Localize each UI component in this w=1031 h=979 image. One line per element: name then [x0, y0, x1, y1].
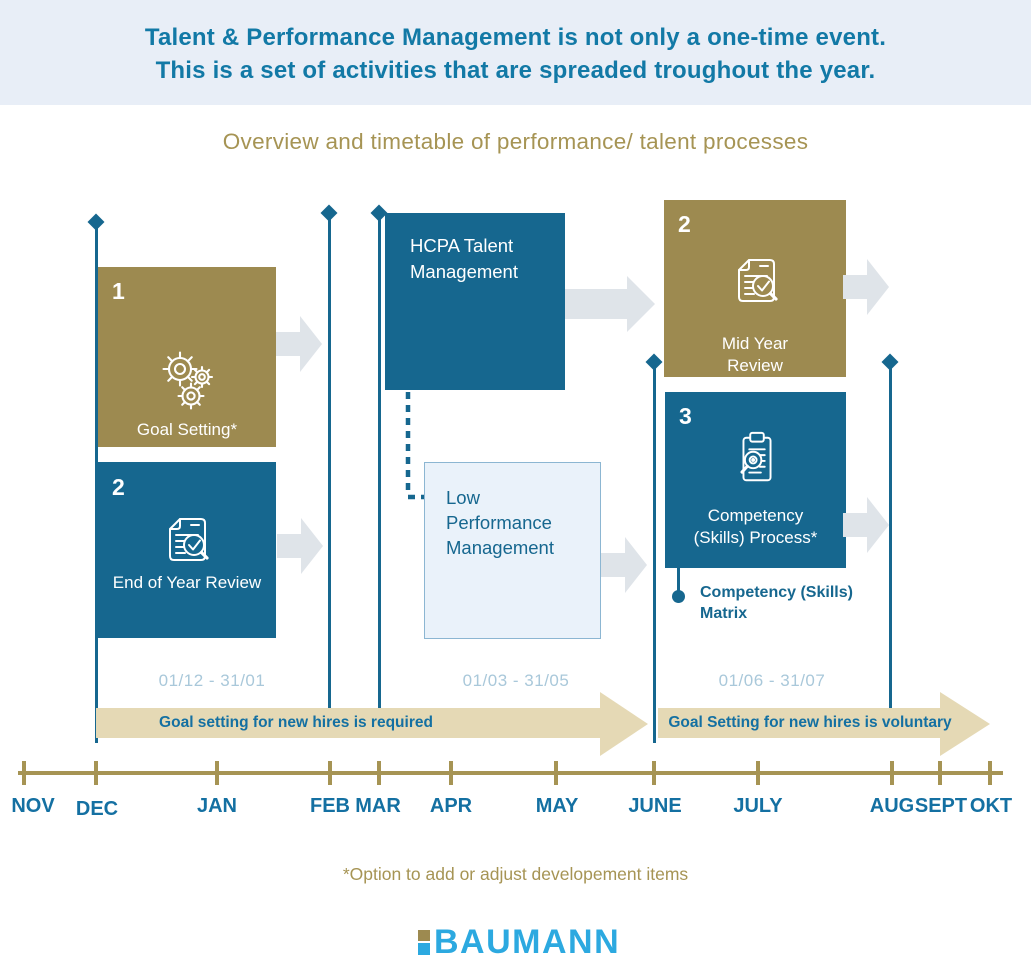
date-range-3: 01/06 - 31/07 — [718, 671, 826, 690]
month-label-july: JULY — [733, 795, 783, 817]
flow-arrow-icon — [843, 497, 889, 553]
end-of-year-review-number: 2 — [112, 474, 125, 500]
footnote: *Option to add or adjust developement it… — [342, 864, 689, 884]
banner-right-text: Goal Setting for new hires is voluntary — [668, 714, 952, 731]
banner-left-text: Goal setting for new hires is required — [159, 714, 433, 731]
month-label-nov: NOV — [11, 795, 55, 817]
month-label-dec: DEC — [75, 798, 119, 820]
timeline-tick-may — [554, 761, 558, 785]
milestone-line-aug — [888, 367, 892, 708]
competency-skills-process-label: Competency (Skills) Process* — [693, 506, 818, 548]
milestone-diamond-aug — [881, 353, 899, 371]
competency-skills-process-number: 3 — [679, 403, 692, 429]
dashed-connector — [405, 392, 425, 500]
logo-squares-icon — [418, 929, 430, 955]
timeline-line — [18, 771, 1003, 775]
milestone-diamond-dec — [87, 213, 105, 231]
document-check-magnifier-icon — [169, 518, 209, 561]
month-label-mar: MAR — [355, 795, 401, 817]
timeline-tick-nov — [22, 761, 26, 785]
month-label-june: JUNE — [628, 795, 682, 817]
goal-setting-number: 1 — [112, 278, 125, 304]
mid-year-review-label: Mid Year Review — [721, 334, 789, 376]
month-label-aug: AUG — [869, 795, 915, 817]
month-label-feb: FEB — [310, 795, 350, 817]
milestone-line-mar — [377, 218, 381, 708]
timeline-tick-jan — [215, 761, 219, 785]
milestone-diamond-june — [645, 353, 663, 371]
gears-icon — [162, 351, 214, 410]
matrix-callout-dot — [671, 590, 685, 603]
timeline-tick-dec — [94, 761, 98, 785]
month-label-jan: JAN — [196, 795, 237, 817]
low-performance-management-label: Low Performance Management — [446, 487, 554, 558]
goal-setting-box — [98, 267, 276, 447]
banner-arrow-left — [96, 692, 648, 756]
flow-arrow-icon — [276, 316, 322, 372]
timeline-tick-apr — [449, 761, 453, 785]
banner-arrow-right — [658, 692, 990, 756]
hcpa-talent-management-box — [385, 213, 565, 390]
baumann-logo: BAUMANN — [418, 922, 620, 962]
timeline-tick-aug — [890, 761, 894, 785]
document-check-magnifier-icon — [738, 259, 778, 302]
header-line-1: Talent & Performance Management is not o… — [144, 24, 887, 51]
competency-matrix-label: Competency (Skills) Matrix — [700, 584, 853, 622]
mid-year-review-number: 2 — [678, 211, 691, 237]
clipboard-magnifier-icon — [740, 431, 772, 482]
month-label-apr: APR — [429, 795, 473, 817]
month-label-may: MAY — [535, 795, 579, 817]
timeline-tick-okt — [988, 761, 992, 785]
flow-arrow-icon — [565, 276, 655, 332]
milestone-line-june — [652, 367, 656, 743]
header-band — [0, 0, 1031, 105]
flow-arrow-icon — [843, 259, 889, 315]
logo-text: BAUMANN — [434, 922, 621, 961]
header-line-2: This is a set of activities that are spr… — [155, 57, 876, 84]
flow-arrow-icon — [601, 537, 647, 593]
milestone-diamond-feb — [320, 204, 338, 222]
timeline-tick-june — [652, 761, 656, 785]
month-label-okt: OKT — [969, 795, 1013, 817]
timeline-tick-sept — [938, 761, 942, 785]
hcpa-talent-management-label: HCPA Talent Management — [410, 235, 518, 282]
date-range-1: 01/12 - 31/01 — [158, 671, 266, 690]
timeline-tick-mar — [377, 761, 381, 785]
timeline-tick-feb — [328, 761, 332, 785]
matrix-callout-stem — [676, 568, 680, 592]
goal-setting-label: Goal Setting* — [136, 420, 238, 439]
end-of-year-review-label: End of Year Review — [112, 573, 262, 592]
milestone-line-dec — [94, 227, 98, 743]
date-range-2: 01/03 - 31/05 — [462, 671, 570, 690]
milestone-line-feb — [327, 218, 331, 708]
diagram-subtitle: Overview and timetable of performance/ t… — [222, 129, 809, 154]
month-label-sept: SEPT — [914, 795, 968, 817]
flow-arrow-icon — [277, 518, 323, 574]
timeline-tick-july — [756, 761, 760, 785]
low-performance-management-box — [424, 462, 601, 639]
